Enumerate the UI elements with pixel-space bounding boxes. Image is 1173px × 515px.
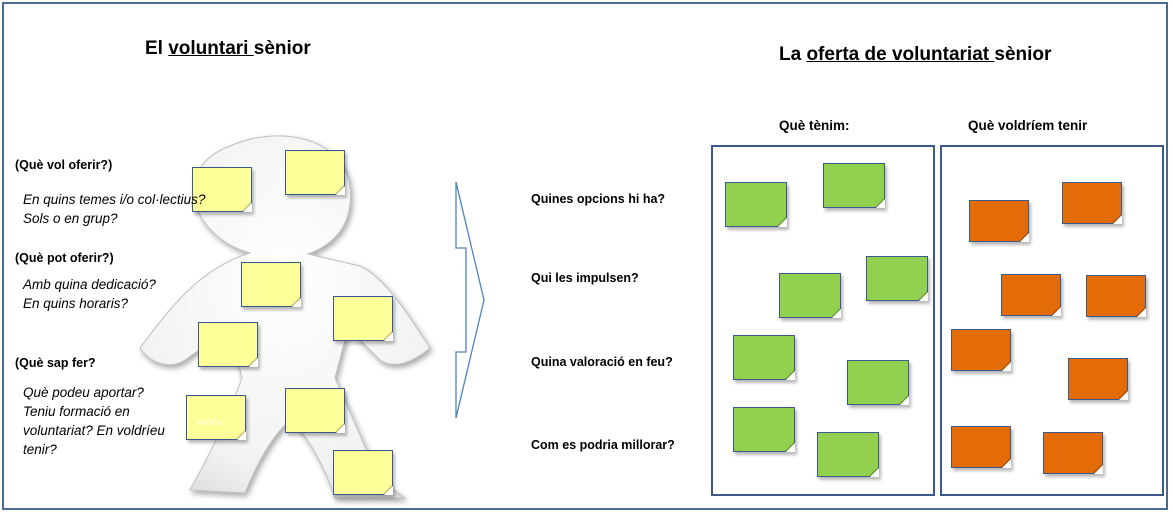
column-header-want: Què voldríem tenir [968,118,1088,133]
orange-note-1 [969,200,1029,242]
green-note-5 [733,335,795,380]
row-question-1: Quines opcions hi ha? [531,192,666,206]
green-note-4 [779,273,841,318]
left-section-1-line-2: Sols o en grup? [23,211,118,226]
orange-note-5 [951,329,1011,371]
left-section-3-line-3: voluntariat? En voldríeu [23,423,165,438]
right-title-pre: La [779,44,807,65]
yellow-note-2 [285,150,345,195]
left-title-post: sènior [253,38,311,59]
left-section-2-line-1: Amb quina dedicació? [23,277,156,292]
yellow-note-1 [192,167,252,212]
yellow-note-3 [241,262,301,307]
row-question-3: Quina valoració en feu? [531,355,673,369]
left-section-3-line-2: Teniu formació en [23,404,130,419]
yellow-note-5 [198,322,258,367]
left-title-underlined: voluntari [168,38,254,59]
left-section-3-line-1: Què podeu aportar? [23,385,144,400]
orange-note-3 [1001,274,1061,316]
right-title-underlined: oferta de voluntariat [806,44,995,65]
yellow-note-7 [186,395,246,440]
left-section-1-heading: (Què vol oferir?) [15,158,113,172]
orange-note-6 [1068,358,1128,400]
row-question-4: Com es podria millorar? [531,438,675,452]
column-header-have: Què tènim: [779,118,850,133]
green-note-1 [725,182,787,227]
green-note-6 [847,360,909,405]
left-section-1-line-1: En quins temes i/o col·lectius? [23,192,206,207]
green-note-7 [733,407,795,452]
left-section-3-text: Què podeu aportar? Teniu formació en vol… [23,383,165,459]
orange-note-2 [1062,182,1122,224]
green-note-2 [823,163,885,208]
row-question-2: Qui les impulsen? [531,271,639,285]
left-section-2-text: Amb quina dedicació? En quins horaris? [23,275,156,313]
note-scribble: <<<< [197,417,223,429]
orange-note-7 [951,426,1011,468]
green-note-8 [817,432,879,477]
left-title: El voluntari sènior [145,38,311,60]
right-title-post: sènior [994,44,1052,65]
yellow-note-4 [333,296,393,341]
left-section-3-line-4: tenir? [23,442,57,457]
left-section-1-text: En quins temes i/o col·lectius? Sols o e… [23,190,205,228]
yellow-note-8 [333,450,393,495]
orange-note-8 [1043,432,1103,474]
yellow-note-6 [285,388,345,433]
left-section-2-line-2: En quins horaris? [23,296,129,311]
left-section-3-heading: (Què sap fer? [15,356,96,370]
left-title-pre: El [145,38,169,59]
right-title: La oferta de voluntariat sènior [779,44,1051,66]
orange-note-4 [1086,275,1146,317]
green-note-3 [866,256,928,301]
left-section-2-heading: (Què pot oferir?) [15,251,114,265]
transition-arrow-icon [455,181,485,419]
